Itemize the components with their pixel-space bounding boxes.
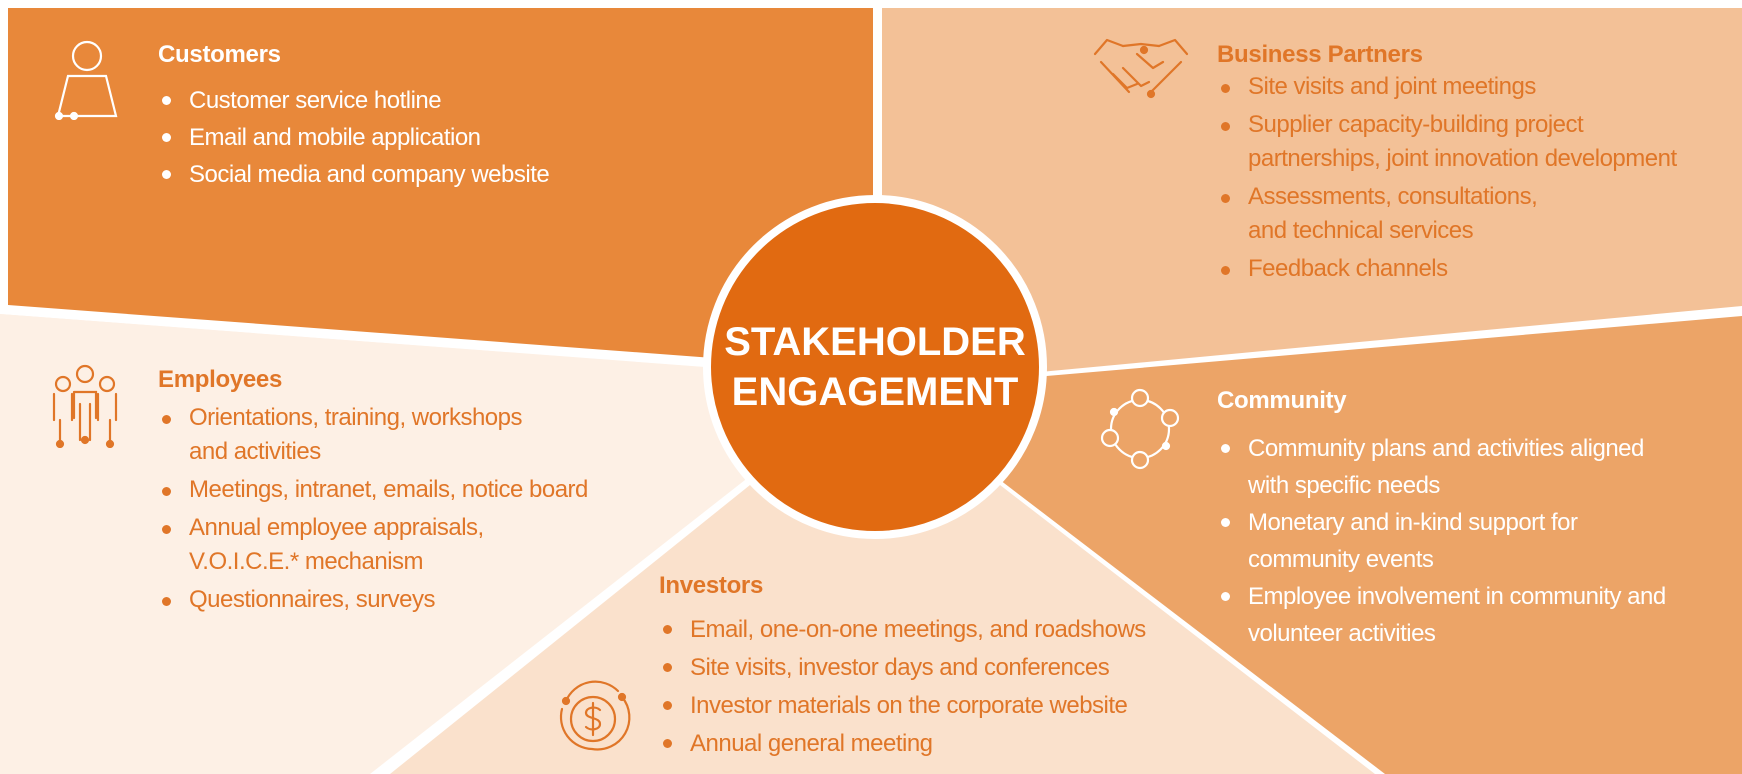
list-item: Investor materials on the corporate webs… <box>659 687 1219 725</box>
community-title: Community <box>1217 387 1347 414</box>
list-item-continuation: and activities <box>189 438 321 465</box>
employees-title: Employees <box>158 366 283 393</box>
dollar-cycle-icon <box>559 680 631 751</box>
list-item: Assessments, consultations, <box>1217 180 1737 214</box>
list-item: Site visits, investor days and conferenc… <box>659 649 1219 687</box>
segment-employees-fill <box>0 314 745 774</box>
business-partners-title: Business Partners <box>1217 41 1423 68</box>
list-item-continuation: community events <box>1248 546 1434 573</box>
list-item: Email and mobile application <box>158 119 718 156</box>
center-title-line1: STAKEHOLDER <box>724 320 1026 364</box>
segment-business-partners-bg <box>882 8 1742 372</box>
list-item: Questionnaires, surveys <box>158 583 718 617</box>
list-item-continuation: partnerships, joint innovation developme… <box>1248 145 1677 172</box>
group-icon <box>52 364 118 448</box>
employees-block: Employees Orientations, training, worksh… <box>158 365 718 617</box>
business-partners-block: Business Partners Site visits and joint … <box>1217 40 1737 286</box>
list-item: Employee involvement in community and <box>1217 578 1737 615</box>
customers-block: Customers Customer service hotline Email… <box>158 40 718 193</box>
customers-title: Customers <box>158 41 281 68</box>
list-item-continuation: with specific needs <box>1248 472 1440 499</box>
segment-customers-bg <box>8 8 873 370</box>
center-title-line2: ENGAGEMENT <box>731 370 1019 414</box>
list-item: Supplier capacity-building project <box>1217 108 1737 142</box>
community-block: Community Community plans and activities… <box>1217 386 1737 652</box>
handshake-icon <box>1093 38 1189 99</box>
list-item-continuation: V.O.I.C.E.* mechanism <box>189 548 424 575</box>
segment-community-bg <box>1000 316 1742 774</box>
list-item: Monetary and in-kind support for <box>1217 504 1737 541</box>
investors-block: Investors Email, one-on-one meetings, an… <box>659 571 1219 763</box>
investors-title: Investors <box>659 572 764 599</box>
list-item: Social media and company website <box>158 156 718 193</box>
list-item: Annual employee appraisals, <box>158 511 718 545</box>
list-item: Annual general meeting <box>659 725 1219 763</box>
list-item-continuation: volunteer activities <box>1248 620 1436 647</box>
person-icon <box>54 40 118 120</box>
list-item: Orientations, training, workshops <box>158 401 718 435</box>
segment-investors-bg <box>390 485 1375 774</box>
list-item: Meetings, intranet, emails, notice board <box>158 473 718 507</box>
list-item: Site visits and joint meetings <box>1217 70 1737 104</box>
list-item-continuation: and technical services <box>1248 217 1474 244</box>
list-item: Email, one-on-one meetings, and roadshow… <box>659 611 1219 649</box>
center-circle: STAKEHOLDER ENGAGEMENT <box>703 195 1047 539</box>
list-item: Community plans and activities aligned <box>1217 430 1737 467</box>
list-item: Feedback channels <box>1217 252 1737 286</box>
network-circle-icon <box>1100 388 1180 470</box>
list-item: Customer service hotline <box>158 82 718 119</box>
